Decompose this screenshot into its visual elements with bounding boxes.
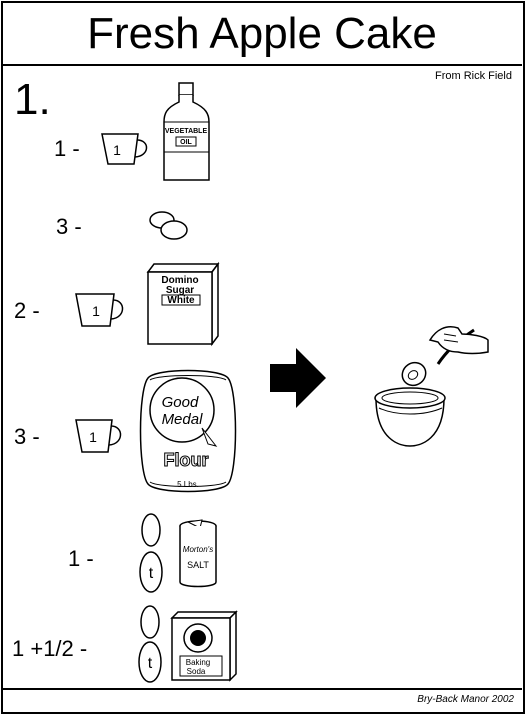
quantity-oil: 1 - xyxy=(54,136,80,161)
quantity-eggs: 3 - xyxy=(56,214,82,239)
credit-text: From Rick Field xyxy=(434,70,512,82)
svg-text:Morton's: Morton's xyxy=(183,545,213,554)
quantity-sugar: 2 - xyxy=(14,298,40,323)
page-title: Fresh Apple Cake xyxy=(87,9,437,58)
svg-text:Baking: Baking xyxy=(186,658,210,667)
footer-divider xyxy=(2,688,522,690)
svg-text:OIL: OIL xyxy=(180,139,192,146)
svg-text:Soda: Soda xyxy=(187,667,206,676)
mixing-bowl-spoon-icon xyxy=(374,326,489,447)
step-number: 1. xyxy=(14,75,51,124)
title-divider xyxy=(2,64,522,66)
cup-amount: 1 xyxy=(92,303,100,319)
measuring-cup-icon: 1 xyxy=(75,419,122,453)
vegetable-oil-bottle-icon: VEGETABLE OIL xyxy=(163,82,210,181)
spoon-amount: t xyxy=(148,655,153,672)
measuring-cup-icon: 1 xyxy=(75,293,124,327)
svg-text:Good: Good xyxy=(162,394,199,411)
svg-text:Medal: Medal xyxy=(162,411,204,428)
measuring-spoon-icon: t xyxy=(138,605,162,683)
svg-text:5 Lbs.: 5 Lbs. xyxy=(177,480,199,489)
spoon-amount: t xyxy=(149,565,154,582)
svg-text:Flour: Flour xyxy=(164,450,209,470)
svg-text:VEGETABLE: VEGETABLE xyxy=(165,128,208,135)
quantity-salt: 1 - xyxy=(68,546,94,571)
cup-amount: 1 xyxy=(89,429,97,445)
cup-amount: 1 xyxy=(113,142,121,158)
svg-text:Domino: Domino xyxy=(161,275,198,286)
signature: Bry-Back Manor 2002 xyxy=(417,694,514,705)
svg-text:SALT: SALT xyxy=(187,560,209,570)
measuring-cup-icon: 1 xyxy=(101,133,148,165)
quantity-flour: 3 - xyxy=(14,424,40,449)
quantity-baking-soda: 1 +1/2 - xyxy=(12,636,88,661)
baking-soda-box-icon: Baking Soda xyxy=(170,610,238,682)
salt-container-icon: Morton's SALT xyxy=(179,519,217,588)
eggs-icon xyxy=(149,211,188,240)
sugar-box-icon: Domino Sugar White xyxy=(146,261,220,347)
svg-text:White: White xyxy=(167,295,195,306)
flour-bag-icon: Good Medal Flour 5 Lbs. xyxy=(139,369,237,493)
measuring-spoon-icon: t xyxy=(139,513,163,593)
right-arrow-icon xyxy=(270,348,326,408)
svg-text:Sugar: Sugar xyxy=(166,285,194,296)
